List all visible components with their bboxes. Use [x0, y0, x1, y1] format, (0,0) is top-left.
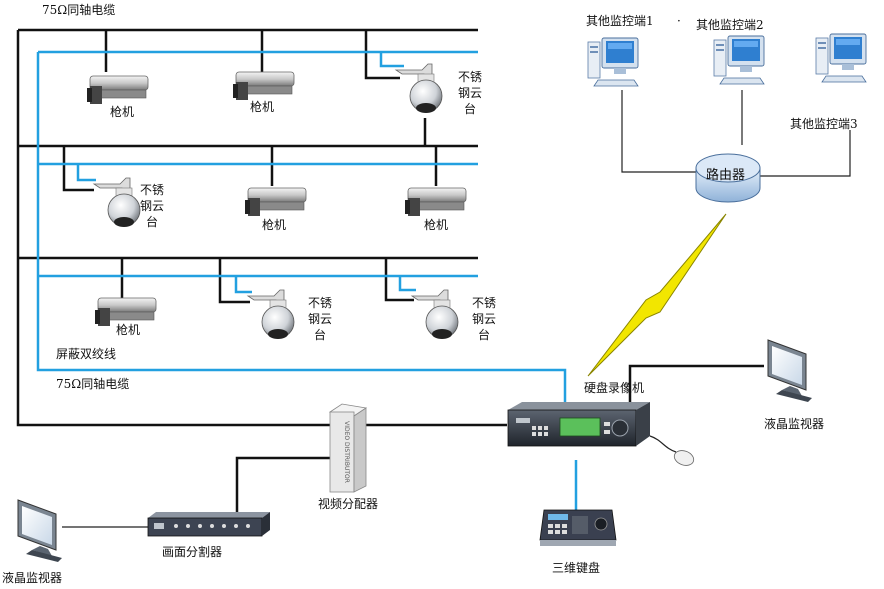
ptz-label-line3: 台 — [146, 214, 158, 229]
bullet-camera-icon — [86, 75, 149, 105]
ptz-label-line3: 台 — [478, 327, 490, 342]
dome-camera-icon — [395, 63, 443, 114]
coax-label-bottom: 75Ω同轴电缆 — [56, 376, 129, 391]
gun-camera-label: 枪机 — [110, 104, 134, 119]
distributor-brand-text: VIDEO DISTRIBUTOR — [343, 421, 350, 483]
ptz-label-line1: 不锈 — [140, 183, 164, 197]
computer-icon — [713, 35, 765, 85]
dvr-label: 硬盘录像机 — [584, 380, 644, 395]
wireless-link-icon — [587, 213, 727, 377]
ptz-label-line1: 不锈 — [458, 70, 482, 84]
coax-wiring — [16, 28, 851, 528]
twisted-pair-label: 屏蔽双绞线 — [56, 346, 116, 361]
router-icon — [695, 153, 761, 203]
bullet-camera-icon — [404, 187, 467, 217]
ptz-label-line3: 台 — [314, 327, 326, 342]
gun-camera-label: 枪机 — [262, 217, 286, 232]
computer-icon — [815, 33, 867, 83]
ptz-label-line2: 钢云 — [308, 312, 332, 326]
ptz-label-line2: 钢云 — [140, 199, 164, 213]
lcd-right-label: 液晶监视器 — [764, 416, 824, 431]
keyboard-icon — [539, 509, 617, 546]
dome-camera-icon — [411, 289, 459, 340]
ptz-label-line1: 不锈 — [472, 296, 496, 310]
computer-icon — [587, 37, 639, 87]
twisted-pair-wiring — [36, 50, 578, 510]
lcd-left-label: 液晶监视器 — [2, 570, 62, 585]
dome-camera-icon — [93, 177, 141, 228]
video-distributor-icon: VIDEO DISTRIBUTOR — [328, 403, 368, 493]
ptz-label-line2: 钢云 — [472, 312, 496, 326]
client-label-2: 其他监控端2 — [696, 18, 764, 32]
mouse-icon — [649, 435, 695, 466]
lcd-monitor-icon — [17, 499, 63, 563]
dome-camera-icon — [247, 289, 295, 340]
bullet-camera-icon — [232, 71, 295, 101]
lcd-monitor-icon — [767, 339, 813, 403]
dvr-icon — [507, 402, 650, 447]
screen-splitter-icon — [147, 512, 270, 537]
ptz-label-line1: 不锈 — [308, 296, 332, 310]
ptz-label-line2: 钢云 — [458, 86, 482, 100]
client-label-1: 其他监控端1 — [586, 14, 654, 28]
bullet-camera-icon — [244, 187, 307, 217]
client-label-3: 其他监控端3 — [790, 117, 858, 131]
bullet-camera-icon — [94, 297, 157, 327]
router-label: 路由器 — [706, 167, 745, 183]
separator-dot: · — [677, 14, 681, 28]
ptz-label-line3: 台 — [464, 101, 476, 116]
splitter-label: 画面分割器 — [162, 544, 222, 559]
distributor-label: 视频分配器 — [318, 496, 378, 511]
gun-camera-label: 枪机 — [424, 217, 448, 232]
gun-camera-label: 枪机 — [116, 322, 140, 337]
keyboard-label: 三维键盘 — [552, 560, 600, 575]
coax-label-top: 75Ω同轴电缆 — [42, 2, 115, 17]
gun-camera-label: 枪机 — [250, 99, 274, 114]
